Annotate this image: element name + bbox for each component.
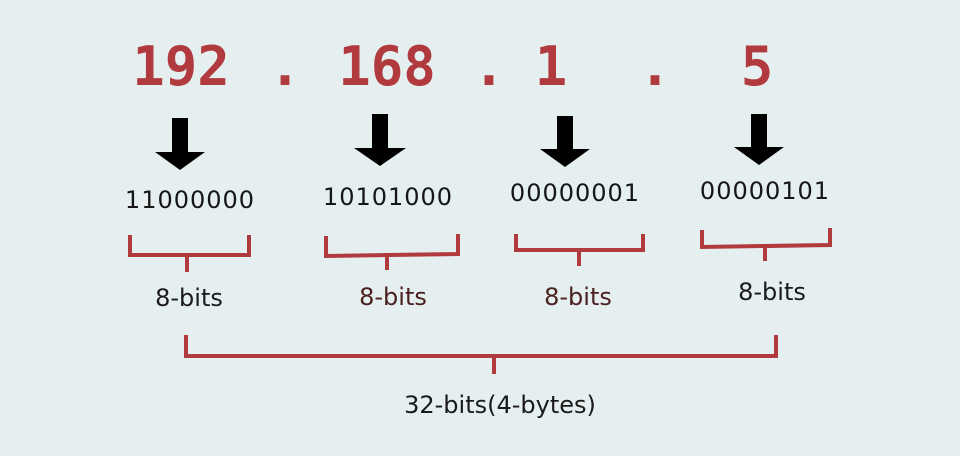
separator-dot-1: . [269,35,302,98]
octet-4-bits-label: 8-bits [738,278,806,306]
separator-dot-2: . [473,35,506,98]
octet-3-binary: 00000001 [510,179,640,207]
down-arrow-icon [354,114,406,166]
octet-2-bits-label: 8-bits [359,283,427,311]
octet-1-bracket [128,235,251,272]
octet-3-decimal: 1 [535,35,568,98]
octet-4-bracket [700,228,832,261]
octet-4-decimal: 5 [741,35,774,98]
total-bracket [184,335,778,374]
octet-1-bits-label: 8-bits [155,284,223,312]
octet-4-binary: 00000101 [700,177,830,205]
octet-2-decimal: 168 [338,35,436,98]
octet-1-binary: 11000000 [125,186,255,214]
down-arrow-icon [155,118,205,170]
octet-3-bracket [514,234,645,266]
octet-2-binary: 10101000 [323,183,453,211]
octet-3-bits-label: 8-bits [544,283,612,311]
octet-1-decimal: 192 [132,35,230,98]
down-arrow-icon [734,114,784,165]
octet-2-bracket [324,234,460,270]
down-arrow-icon [540,116,590,167]
total-bits-label: 32-bits(4-bytes) [404,391,596,419]
separator-dot-3: . [639,35,672,98]
